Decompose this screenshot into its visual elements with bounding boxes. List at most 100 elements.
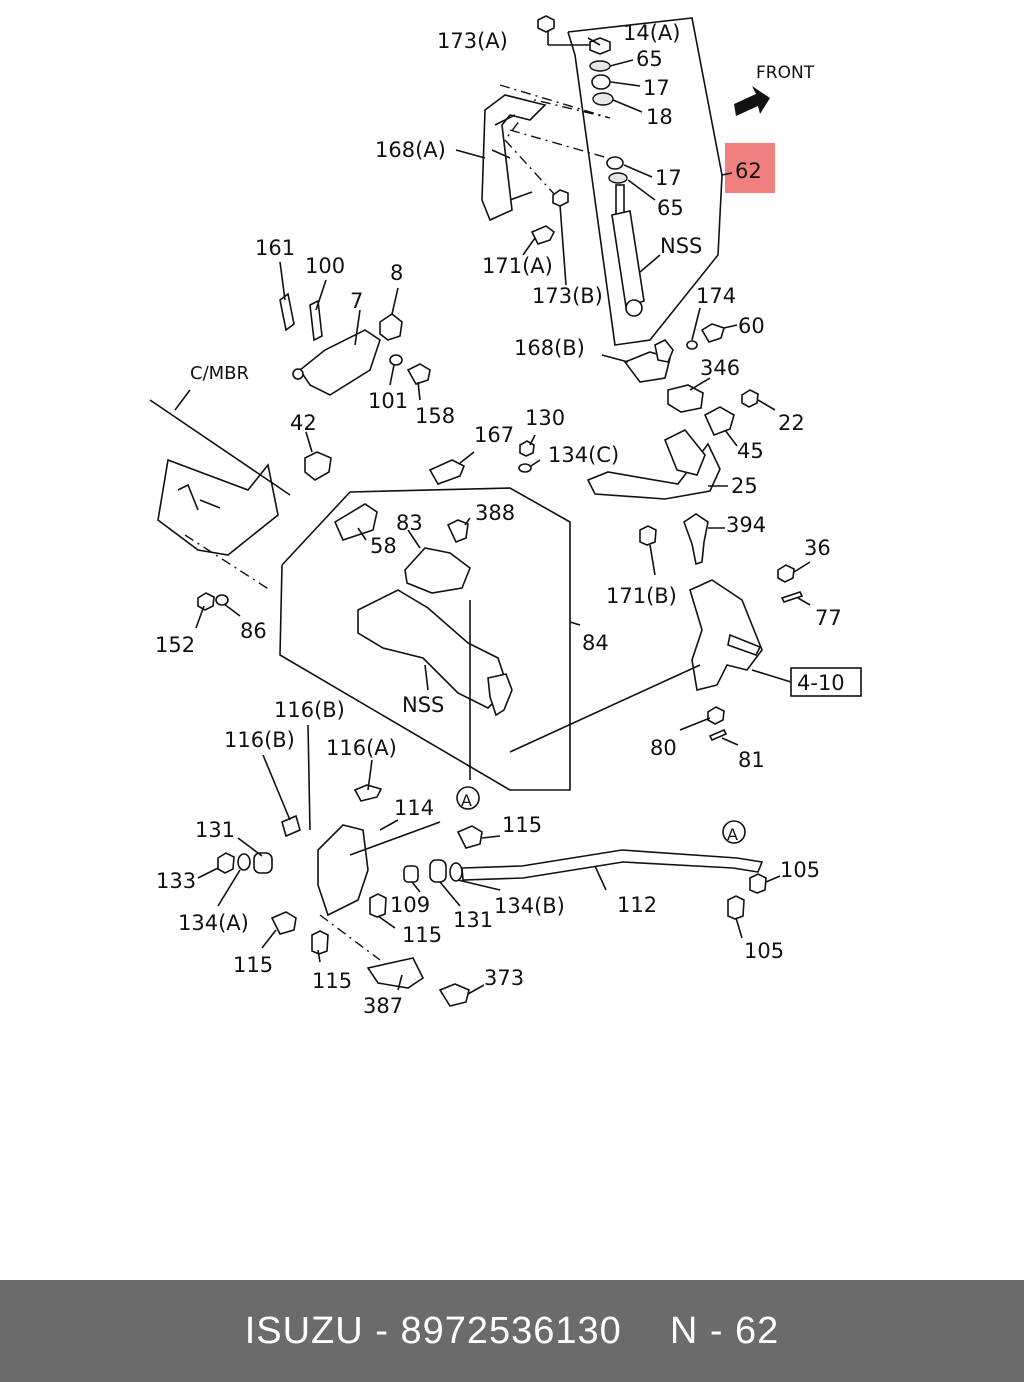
label-80: 80	[650, 736, 677, 760]
footer-brand: ISUZU	[244, 1309, 364, 1352]
pin-81	[708, 728, 728, 742]
label-83: 83	[396, 511, 423, 535]
label-167: 167	[474, 423, 514, 447]
nut-22	[741, 389, 759, 408]
washer-134a	[237, 853, 251, 871]
label-158: 158	[415, 404, 455, 428]
label-114: 114	[394, 796, 434, 820]
bush-17a	[591, 74, 611, 90]
shim-100	[309, 299, 323, 342]
highlight-box	[725, 143, 775, 193]
section-marker-a2	[722, 820, 746, 844]
label-173a: 173(A)	[437, 29, 508, 53]
label-130: 130	[525, 406, 565, 430]
label-171b: 171(B)	[606, 584, 677, 608]
label-14a: 14(A)	[623, 21, 680, 45]
label-109: 109	[390, 893, 430, 917]
label-nss-2: NSS	[402, 693, 444, 717]
bushing-346	[667, 384, 704, 413]
front-label: FRONT	[756, 63, 815, 83]
label-115c: 115	[233, 953, 273, 977]
washer-134c	[518, 463, 532, 473]
label-65a: 65	[636, 47, 663, 71]
label-105b: 105	[744, 939, 784, 963]
bolt-115c	[270, 911, 297, 935]
label-115d: 115	[312, 969, 352, 993]
upper-arm-25	[586, 442, 721, 500]
label-100: 100	[305, 254, 345, 278]
bolt-171b	[639, 525, 657, 546]
label-105a: 105	[780, 858, 820, 882]
bracket-387	[366, 957, 425, 989]
ref-box-label: 4-10	[797, 671, 845, 695]
label-131b: 131	[453, 908, 493, 932]
label-116a: 116(A)	[326, 736, 397, 760]
washer-65b	[608, 172, 628, 184]
label-42: 42	[290, 411, 317, 435]
bumper-83	[404, 547, 471, 594]
nut-133	[217, 852, 235, 874]
ball-joint-lower	[487, 673, 513, 717]
label-22: 22	[778, 411, 805, 435]
lower-arm-group-outline	[279, 487, 571, 791]
section-marker-a2-label: A	[727, 825, 738, 844]
shock-group-outline	[567, 17, 723, 346]
bushing-58	[333, 503, 378, 541]
label-134b: 134(B)	[494, 894, 565, 918]
label-45: 45	[737, 439, 764, 463]
label-131a: 131	[195, 818, 235, 842]
lower-arm	[357, 589, 509, 709]
bracket-161	[279, 292, 295, 332]
label-173b: 173(B)	[532, 284, 603, 308]
label-161: 161	[255, 236, 295, 260]
label-65b: 65	[657, 196, 684, 220]
bolt-60	[700, 323, 725, 343]
footer-part-number: 8972536130	[400, 1309, 622, 1352]
washer-174	[686, 340, 698, 350]
washer-134b	[449, 862, 463, 882]
label-17b: 17	[655, 166, 682, 190]
label-25: 25	[731, 474, 758, 498]
bolt-45	[703, 406, 735, 437]
label-101: 101	[368, 389, 408, 413]
bolt-115d	[311, 930, 329, 955]
retainer-18	[592, 92, 614, 106]
label-17a: 17	[643, 76, 670, 100]
clip-116a	[353, 784, 383, 802]
nut-173a	[537, 15, 555, 33]
footer-dash: -	[375, 1309, 389, 1352]
label-112: 112	[617, 893, 657, 917]
footer-bar: ISUZU - 8972536130 N - 62	[0, 1280, 1024, 1382]
label-134a: 134(A)	[178, 911, 249, 935]
bracket-168a	[481, 94, 547, 222]
washer-65a	[589, 60, 611, 72]
label-77: 77	[815, 606, 842, 630]
label-115a: 115	[502, 813, 542, 837]
label-116b-2: 116(B)	[224, 728, 295, 752]
label-134c: 134(C)	[548, 443, 619, 467]
label-84: 84	[582, 631, 609, 655]
washer-101	[389, 354, 403, 366]
label-152: 152	[155, 633, 195, 657]
bushing-131b	[429, 859, 447, 883]
label-86: 86	[240, 619, 267, 643]
parts-exploded-diagram: 4-10 A A	[149, 15, 862, 1018]
ball-joint-394	[683, 513, 709, 566]
label-cmbr: C/MBR	[190, 363, 249, 384]
stabilizer-bracket-114	[317, 824, 369, 917]
clip-116b	[281, 814, 301, 838]
bush-17b	[606, 156, 624, 170]
shock-absorber-body	[611, 210, 645, 309]
footer-sheet: N - 62	[669, 1309, 780, 1352]
nut-36	[777, 564, 795, 583]
bolt-373	[438, 983, 470, 1007]
label-8: 8	[390, 261, 403, 285]
bolt-158	[406, 363, 431, 385]
label-116b-1: 116(B)	[274, 698, 345, 722]
steering-knuckle	[689, 579, 763, 691]
spacer-109	[403, 865, 419, 883]
label-373: 373	[484, 966, 524, 990]
highlight-label: 62	[735, 159, 762, 183]
bushing-8	[379, 313, 403, 341]
label-346: 346	[700, 356, 740, 380]
